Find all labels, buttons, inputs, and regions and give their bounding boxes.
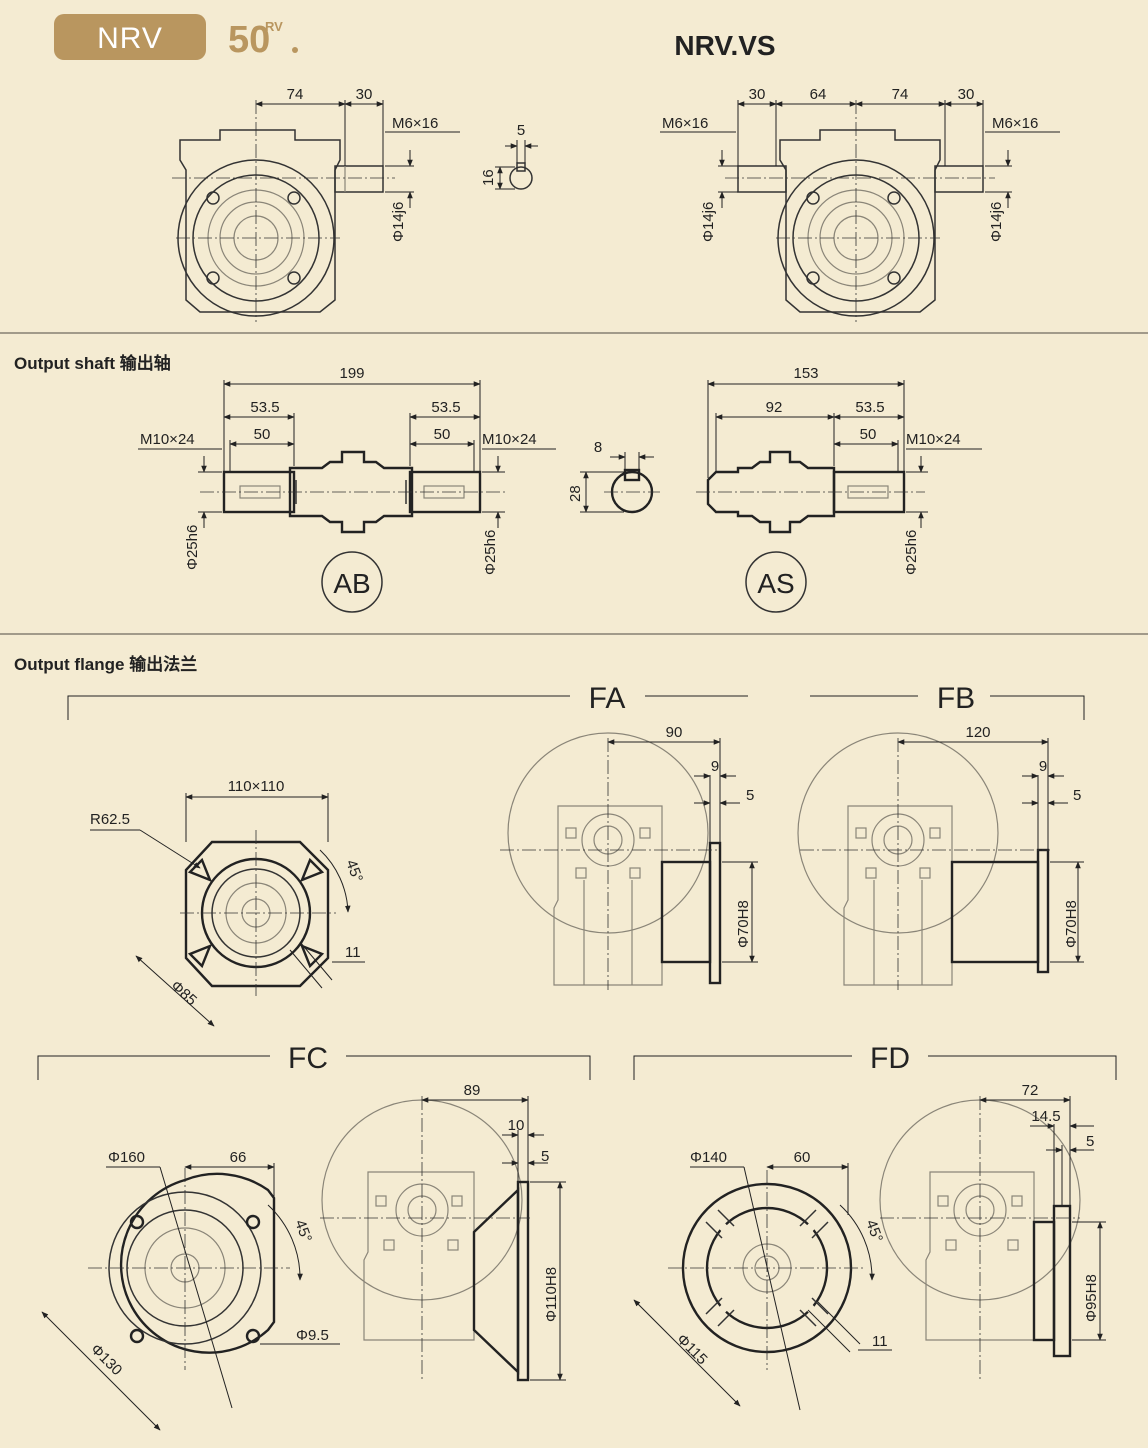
dim-72: 72 <box>1022 1082 1039 1099</box>
dim-phi25h6-as: Φ25h6 <box>903 530 920 575</box>
dim-phi25h6-right: Φ25h6 <box>482 530 499 575</box>
dim-30: 30 <box>356 86 373 103</box>
section-output-flange: Output flange 输出法兰 <box>14 654 197 674</box>
dim-110x110: 110×110 <box>228 778 285 795</box>
fa-fb-bracket: FA FB <box>67 682 1085 720</box>
dim-16-key: 16 <box>480 169 497 186</box>
dim-m6x16: M6×16 <box>392 115 438 132</box>
square-flange-view: 110×110 R62.5 45° 11 Φ85 <box>90 778 366 1027</box>
fc-fd-bracket: FC FD <box>37 1042 1117 1080</box>
dim-14-5: 14.5 <box>1031 1108 1060 1125</box>
dim-30-left: 30 <box>749 86 766 103</box>
nrv-badge <box>54 14 206 60</box>
dim-74: 74 <box>287 86 304 103</box>
size-number: 50 <box>228 19 270 61</box>
dim-phi70h8-fb: Φ70H8 <box>1063 900 1080 948</box>
dim-phi9-5: Φ9.5 <box>296 1327 329 1344</box>
dim-153: 153 <box>793 365 818 382</box>
dim-m6x16-right: M6×16 <box>992 115 1038 132</box>
dim-m10x24-as: M10×24 <box>906 431 961 448</box>
input-key-detail: 5 16 <box>480 122 538 190</box>
dim-8: 8 <box>594 439 602 456</box>
label-fb: FB <box>937 682 975 715</box>
dim-phi85: Φ85 <box>167 977 200 1009</box>
dim-10-fc: 10 <box>508 1117 525 1134</box>
dim-60: 60 <box>794 1149 811 1166</box>
dim-phi110h8: Φ110H8 <box>543 1267 560 1322</box>
dim-53-5-as: 53.5 <box>855 399 884 416</box>
size-suffix: RV <box>265 19 283 34</box>
nrv-front-view: 74 30 M6×16 Φ14j6 <box>172 86 460 322</box>
dim-9-fa: 9 <box>711 758 719 775</box>
dim-50-left: 50 <box>254 426 271 443</box>
label-fc: FC <box>288 1042 328 1075</box>
label-fa: FA <box>589 682 626 715</box>
dim-90: 90 <box>666 724 683 741</box>
fb-side-view: 120 9 5 Φ70H8 <box>797 724 1084 990</box>
dim-120: 120 <box>965 724 990 741</box>
dim-phi25h6-left: Φ25h6 <box>184 525 201 570</box>
dim-45-fc: 45° <box>291 1218 315 1245</box>
dim-199: 199 <box>339 365 364 382</box>
dim-phi14j6-right: Φ14j6 <box>988 202 1005 242</box>
dim-r62-5: R62.5 <box>90 811 130 828</box>
fa-side-view: 90 9 5 Φ70H8 <box>500 724 758 990</box>
fd-front-view: Φ140 60 45° 11 Φ115 <box>633 1149 892 1411</box>
nrv-badge-text: NRV <box>97 22 163 55</box>
dim-74-vs: 74 <box>892 86 909 103</box>
dim-66: 66 <box>230 1149 247 1166</box>
dim-92: 92 <box>766 399 783 416</box>
label-fd: FD <box>870 1042 910 1075</box>
label-ab: AB <box>333 568 370 599</box>
dim-89: 89 <box>464 1082 481 1099</box>
size-dot-icon <box>292 47 298 53</box>
dim-50-as: 50 <box>860 426 877 443</box>
fd-side-view: 72 14.5 5 Φ95H8 <box>879 1082 1106 1380</box>
fc-front-view: Φ160 66 45° Φ9.5 Φ130 <box>41 1149 340 1431</box>
dim-45-fd: 45° <box>862 1218 886 1245</box>
shaft-as: 153 92 53.5 50 M10×24 Φ25h6 AS <box>696 365 982 613</box>
dim-11-fd: 11 <box>872 1333 888 1350</box>
dim-phi14j6: Φ14j6 <box>390 202 407 242</box>
dim-53-5-left: 53.5 <box>250 399 279 416</box>
label-as: AS <box>757 568 794 599</box>
dim-53-5-right: 53.5 <box>431 399 460 416</box>
dim-11-square: 11 <box>345 944 361 961</box>
dim-5-fb: 5 <box>1073 787 1081 804</box>
dim-28: 28 <box>567 485 584 502</box>
dim-5-fd: 5 <box>1086 1133 1094 1150</box>
dim-phi14j6-left: Φ14j6 <box>700 202 717 242</box>
dim-5-key: 5 <box>517 122 525 139</box>
shaft-ab: 199 53.5 53.5 50 50 M10×24 M10×24 Φ25h6 … <box>138 365 556 613</box>
nrv-vs-front-view: 30 64 74 30 M6×16 M6×16 Φ14j6 Φ14j6 <box>660 86 1060 322</box>
dim-phi95h8: Φ95H8 <box>1083 1274 1100 1322</box>
dim-phi115: Φ115 <box>673 1331 710 1368</box>
dim-30-right: 30 <box>958 86 975 103</box>
dim-5-fa: 5 <box>746 787 754 804</box>
dim-45-square: 45° <box>342 858 366 885</box>
dim-phi160: Φ160 <box>108 1149 145 1166</box>
shaft-key-detail: 8 28 <box>567 439 660 514</box>
dim-phi130: Φ130 <box>87 1341 125 1379</box>
fc-side-view: 89 10 5 Φ110H8 <box>320 1082 566 1382</box>
nrv-vs-title: NRV.VS <box>674 30 775 61</box>
dim-phi140: Φ140 <box>690 1149 727 1166</box>
dim-9-fb: 9 <box>1039 758 1047 775</box>
dim-m10x24-right: M10×24 <box>482 431 537 448</box>
dim-phi70h8-fa: Φ70H8 <box>735 900 752 948</box>
dim-64: 64 <box>810 86 827 103</box>
dim-m6x16-left: M6×16 <box>662 115 708 132</box>
header: NRV 50 RV NRV.VS <box>54 14 776 61</box>
section-output-shaft: Output shaft 输出轴 <box>14 353 171 373</box>
dim-5-fc: 5 <box>541 1148 549 1165</box>
dim-m10x24-left: M10×24 <box>140 431 195 448</box>
dim-50-right: 50 <box>434 426 451 443</box>
